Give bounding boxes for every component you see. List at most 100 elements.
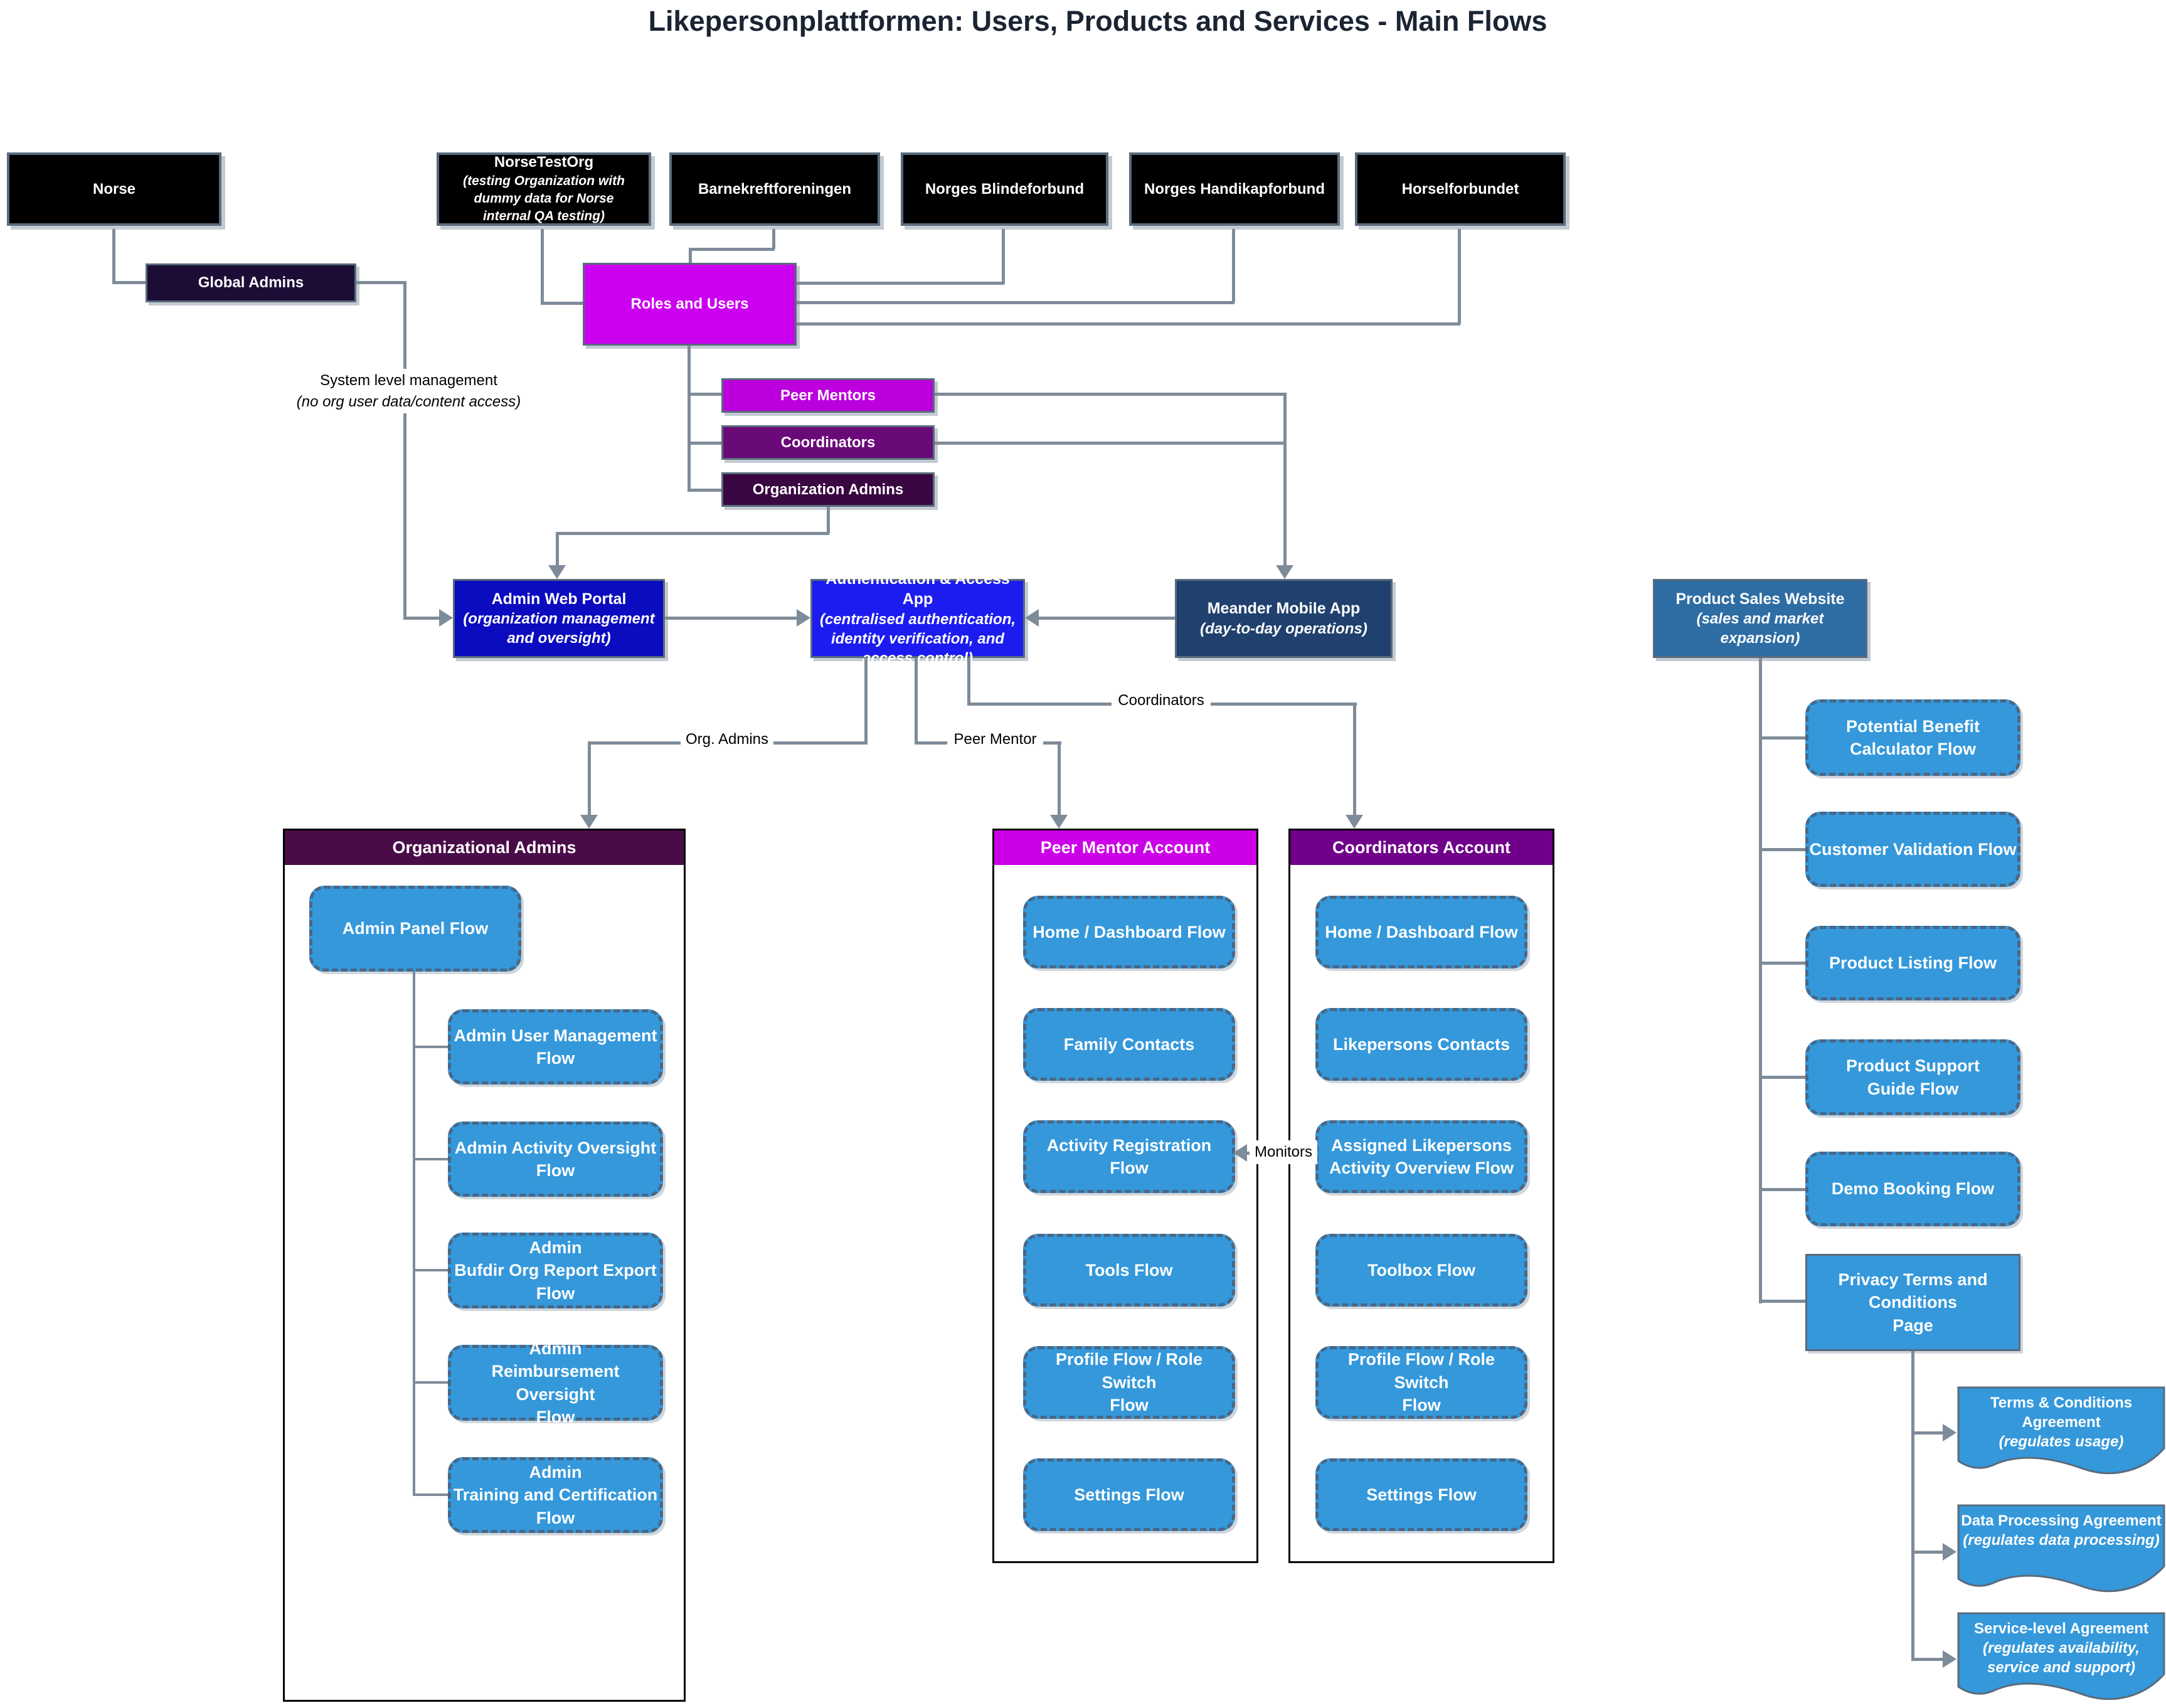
connector-line: [1759, 1300, 1805, 1303]
app-title: Product Sales Website: [1675, 590, 1845, 608]
connector-line: [687, 442, 721, 445]
doc-title: Data Processing Agreement: [1961, 1512, 2162, 1529]
arrowhead-right: [1943, 1650, 1956, 1668]
connector-line: [413, 1158, 448, 1160]
connector-line: [797, 282, 1004, 285]
arrowhead-right: [797, 609, 810, 627]
arrowhead-right: [1943, 1424, 1956, 1441]
connector-line: [935, 393, 1286, 396]
connector-line: [967, 658, 970, 705]
app-box-admin-web-portal: Admin Web Portal (organization managemen…: [453, 579, 665, 658]
flow-box-admin-user-management: Admin User Management Flow: [448, 1009, 663, 1085]
panel-coordinators-account: Coordinators Account Home / Dashboard Fl…: [1288, 829, 1554, 1563]
connector-line: [1458, 229, 1461, 324]
document-shape-icon: [1957, 1612, 2165, 1700]
flow-box-co-toolbox: Toolbox Flow: [1315, 1234, 1527, 1307]
edge-label-monitors: Monitors: [1250, 1140, 1317, 1164]
connector-line: [413, 1269, 448, 1271]
connector-line: [772, 229, 775, 249]
connector-line: [797, 301, 1234, 304]
doc-subtitle: (regulates data processing): [1963, 1532, 2160, 1549]
connector-line: [687, 393, 721, 396]
flow-box-product-listing: Product Listing Flow: [1805, 926, 2020, 1000]
org-box-label: NorseTestOrg: [494, 154, 594, 171]
doc-terms-conditions-agreement: Terms & Conditions Agreement (regulates …: [1956, 1386, 2166, 1480]
edge-label-line2: (no org user data/content access): [296, 393, 521, 410]
flow-box-pm-tools: Tools Flow: [1023, 1234, 1235, 1307]
doc-data-processing-agreement: Data Processing Agreement (regulates dat…: [1956, 1504, 2166, 1598]
org-box-label: Norges Handikapforbund: [1144, 180, 1325, 198]
connector-line: [1759, 658, 1762, 1303]
connector-line: [1911, 1431, 1943, 1435]
app-box-meander-mobile-app: Meander Mobile App (day-to-day operation…: [1175, 579, 1393, 658]
arrowhead-right: [439, 609, 453, 627]
diagram-title: Likepersonplattformen: Users, Products a…: [648, 5, 1548, 37]
flow-box-customer-validation: Customer Validation Flow: [1805, 812, 2020, 887]
app-box-product-sales-website: Product Sales Website (sales and market …: [1653, 579, 1867, 658]
connector-line: [541, 302, 583, 305]
flow-box-co-home-dashboard: Home / Dashboard Flow: [1315, 896, 1527, 968]
connector-line: [915, 658, 918, 744]
flow-box-admin-reimbursement-oversight: Admin Reimbursement Oversight Flow: [448, 1339, 663, 1426]
connector-line: [1232, 229, 1235, 302]
flow-box-potential-benefit-calculator: Potential Benefit Calculator Flow: [1805, 699, 2020, 776]
connector-line: [112, 281, 146, 284]
connector-line: [1759, 962, 1805, 965]
edge-label-coordinators: Coordinators: [1112, 689, 1211, 713]
arrowhead-left: [1025, 609, 1039, 627]
panel-header-organizational-admins: Organizational Admins: [285, 830, 684, 865]
arrowhead-right: [1943, 1543, 1956, 1561]
connector-line: [1759, 1188, 1805, 1191]
connector-line: [403, 281, 406, 619]
role-box-roles-and-users: Roles and Users: [583, 263, 797, 346]
app-title: Authentication & Access App: [826, 570, 1010, 608]
role-box-peer-mentors: Peer Mentors: [721, 378, 935, 413]
edge-label-system-level: System level management (no org user dat…: [282, 369, 535, 414]
org-box-norsetestorg: NorseTestOrg (testing Organization with …: [437, 152, 651, 226]
flow-box-pm-home-dashboard: Home / Dashboard Flow: [1023, 896, 1235, 968]
app-title: Admin Web Portal: [491, 590, 627, 608]
connector-line: [1759, 736, 1805, 740]
flow-box-pm-profile-role-switch: Profile Flow / Role Switch Flow: [1023, 1346, 1235, 1419]
connector-line: [356, 281, 406, 284]
app-subtitle: (centralised authentication, identity ve…: [819, 610, 1016, 667]
connector-line: [1911, 1658, 1943, 1661]
org-box-norse: Norse: [7, 152, 221, 226]
connector-line: [864, 658, 868, 744]
flow-box-admin-panel: Admin Panel Flow: [309, 886, 521, 972]
org-box-sublabel: (testing Organization with dummy data fo…: [463, 173, 625, 224]
org-box-label: Barnekreftforeningen: [698, 180, 852, 198]
document-shape-icon: [1957, 1386, 2165, 1475]
connector-line: [1283, 393, 1287, 566]
org-box-horselforbundet: Horselforbundet: [1355, 152, 1566, 226]
doc-title: Service-level Agreement: [1974, 1620, 2148, 1637]
app-subtitle: (organization management and oversight): [463, 610, 655, 647]
flow-box-product-support-guide: Product Support Guide Flow: [1805, 1039, 2020, 1115]
connector-line: [556, 532, 559, 566]
connector-line: [1759, 1076, 1805, 1079]
doc-service-level-agreement: Service-level Agreement (regulates avail…: [1956, 1611, 2166, 1705]
flow-box-co-profile-role-switch: Profile Flow / Role Switch Flow: [1315, 1346, 1527, 1419]
flow-box-pm-family-contacts: Family Contacts: [1023, 1008, 1235, 1081]
connector-line: [556, 532, 829, 535]
panel-peer-mentor-account: Peer Mentor Account Home / Dashboard Flo…: [992, 829, 1258, 1563]
panel-organizational-admins: Organizational Admins Admin Panel Flow A…: [283, 829, 686, 1702]
org-box-label: Norse: [92, 180, 136, 198]
org-box-label: Horselforbundet: [1401, 180, 1519, 198]
flow-box-co-assigned-likepersons-activity-overview: Assigned Likepersons Activity Overview F…: [1315, 1120, 1527, 1193]
connector-line: [689, 248, 692, 263]
flow-box-demo-booking: Demo Booking Flow: [1805, 1152, 2020, 1226]
role-box-organization-admins: Organization Admins: [721, 472, 935, 507]
document-shape-icon: [1957, 1504, 2165, 1593]
org-box-barnekreftforeningen: Barnekreftforeningen: [669, 152, 880, 226]
edge-label-peer-mentor: Peer Mentor: [947, 728, 1043, 751]
app-subtitle: (sales and market expansion): [1696, 610, 1824, 647]
connector-line: [687, 346, 691, 490]
connector-line: [413, 1381, 448, 1384]
connector-line: [112, 229, 115, 282]
connector-line: [665, 617, 797, 620]
arrowhead-down: [1050, 815, 1068, 829]
org-box-norges-blindeforbund: Norges Blindeforbund: [901, 152, 1108, 226]
connector-line: [403, 617, 439, 620]
connector-line: [1039, 617, 1175, 620]
